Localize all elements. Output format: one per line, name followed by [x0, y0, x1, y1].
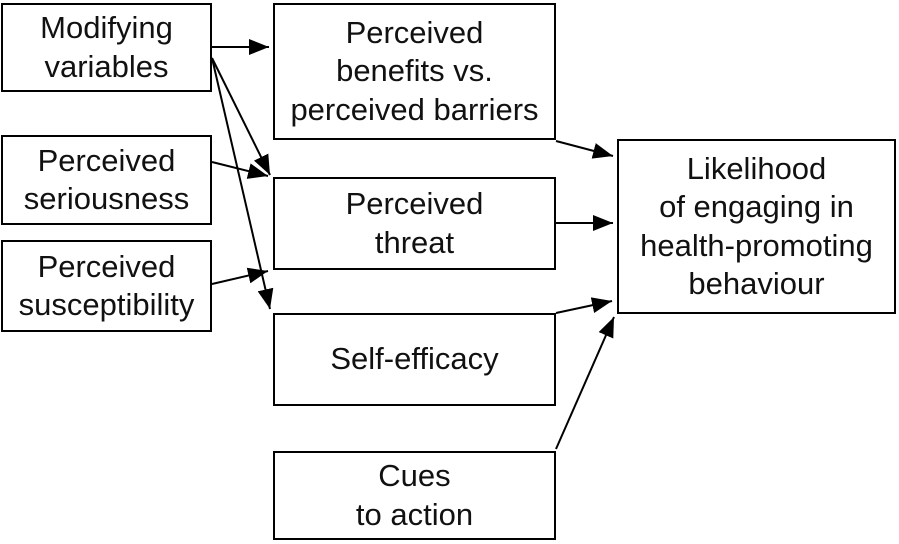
- node-perceived-seriousness: Perceived seriousness: [1, 135, 212, 225]
- arrow-benefits-to-likelihood: [555, 140, 614, 159]
- node-cues-to-action: Cues to action: [273, 451, 556, 540]
- arrow-seriousness-to-threat: [211, 161, 269, 179]
- node-likelihood-of-engaging: Likelihood of engaging in health-promoti…: [617, 139, 896, 314]
- node-perceived-benefits-vs-barriers: Perceived benefits vs. perceived barrier…: [273, 3, 556, 140]
- node-modifying-variables: Modifying variables: [1, 3, 212, 92]
- arrow-self-efficacy-to-likelihood: [555, 297, 613, 314]
- arrow-modifying-to-self-efficacy: [211, 57, 274, 310]
- arrow-modifying-to-threat: [211, 57, 271, 176]
- node-self-efficacy: Self-efficacy: [273, 313, 556, 406]
- arrow-cues-to-likelihood: [555, 316, 615, 450]
- arrow-susceptibility-to-threat: [211, 267, 269, 285]
- node-perceived-threat: Perceived threat: [273, 177, 556, 270]
- node-perceived-susceptibility: Perceived susceptibility: [1, 240, 212, 332]
